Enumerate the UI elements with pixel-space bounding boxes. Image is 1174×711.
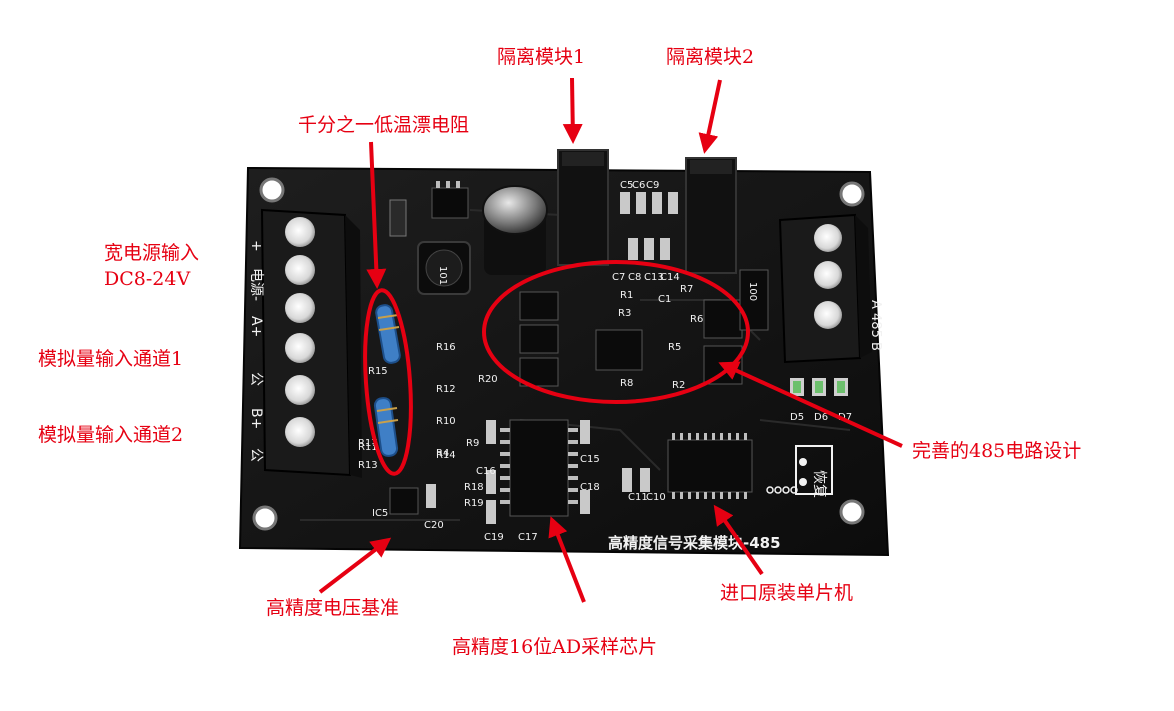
- designator-label: R9: [466, 438, 479, 449]
- mounting-holes: [252, 177, 865, 531]
- designator-label: C17: [518, 532, 538, 543]
- designator-label: C5: [620, 180, 633, 191]
- designator-label: R5: [668, 342, 681, 353]
- designator-label: C10: [646, 492, 666, 503]
- isolation-module-2-part: [685, 157, 737, 274]
- label-isolation-module-2: 隔离模块2: [666, 46, 755, 68]
- annotation-arrows: [318, 77, 903, 603]
- designator-label: C7: [612, 272, 625, 283]
- reset-label: 恢复: [811, 470, 828, 498]
- rs485-transceiver: [595, 329, 643, 371]
- arrow-rs485: [718, 361, 903, 448]
- designator-label: C18: [580, 482, 600, 493]
- designator-label: R14: [436, 450, 456, 461]
- designator-label: R6: [690, 314, 703, 325]
- designator-label: C20: [424, 520, 444, 531]
- label-analog-input-ch1: 模拟量输入通道1: [38, 348, 184, 370]
- resistor-highlight-ellipse: [363, 288, 413, 476]
- precision-resistors: [373, 304, 401, 457]
- designator-label: C9: [646, 180, 659, 191]
- designator-label: R10: [436, 416, 456, 427]
- mcu-chip: [667, 433, 753, 499]
- designator-label: C13: [644, 272, 664, 283]
- inductor-marking: 101: [437, 266, 448, 285]
- left-terminal-label: 公: [248, 372, 264, 386]
- label-wide-power-range: DC8-24V: [104, 268, 191, 290]
- designator-label: R12: [436, 384, 456, 395]
- designator-label: R1: [620, 290, 633, 301]
- label-isolation-module-1: 隔离模块1: [497, 46, 586, 68]
- left-terminal-label: B+: [248, 408, 264, 429]
- designator-label: D6: [814, 412, 828, 423]
- designator-label: C16: [476, 466, 496, 477]
- arrow-mcu: [713, 504, 764, 576]
- arrow-isolation-1: [562, 77, 583, 144]
- designator-label: R4: [436, 448, 449, 459]
- board-title: 高精度信号采集模块-485: [608, 534, 781, 552]
- left-screws: [285, 217, 315, 447]
- label-analog-input-ch2: 模拟量输入通道2: [38, 424, 184, 446]
- right-terminal-label: A 485 B: [868, 300, 883, 351]
- tvs-diode-1: [703, 299, 743, 339]
- designator-label: C15: [580, 454, 600, 465]
- designator-label: R8: [620, 378, 633, 389]
- power-inductor: [417, 241, 471, 295]
- designator-label: C6: [632, 180, 645, 191]
- designator-label: R17: [358, 438, 378, 449]
- adc-chip: [500, 419, 578, 517]
- optocouplers: [519, 291, 559, 387]
- arrow-resistor: [366, 141, 387, 289]
- designator-label: C8: [628, 272, 641, 283]
- right-terminal-block: [778, 213, 872, 364]
- label-wide-power-input: 宽电源输入: [104, 242, 200, 264]
- designator-label: C14: [660, 272, 680, 283]
- designator-label: R2: [672, 380, 685, 391]
- label-rs485-design: 完善的485电路设计: [912, 440, 1082, 462]
- status-leds: [790, 378, 848, 396]
- left-terminal-label: 电源-: [248, 268, 264, 301]
- designator-label: IC5: [372, 508, 388, 519]
- left-terminal-label: 公: [248, 448, 264, 462]
- left-terminal-labels: + 电源- A+ 公 B+ 公: [248, 240, 264, 462]
- label-voltage-reference: 高精度电压基准: [266, 597, 400, 619]
- designator-label: R15: [368, 366, 388, 377]
- regulator-pins: [436, 181, 460, 188]
- designator-label: R11: [358, 442, 378, 453]
- designator-label: C1: [658, 294, 671, 305]
- isolation-module-1-part: [557, 149, 609, 266]
- left-terminal-label: A+: [248, 316, 264, 337]
- regulator-ic: [431, 187, 469, 219]
- designator-label: R16: [436, 342, 456, 353]
- designator-label: R18: [464, 482, 484, 493]
- smd-components: [426, 192, 678, 524]
- designator-label: R19: [464, 498, 484, 509]
- resistor-marking: 100: [747, 282, 758, 301]
- rs485-highlight-ellipse: [482, 260, 750, 404]
- diode: [389, 199, 407, 237]
- arrow-voltage-reference: [318, 537, 392, 594]
- label-low-tc-resistor: 千分之一低温漂电阻: [298, 114, 470, 136]
- left-terminal-block: [260, 208, 362, 478]
- designator-label: R7: [680, 284, 693, 295]
- voltage-reference-ic: [389, 487, 419, 515]
- left-terminal-label: +: [248, 240, 264, 252]
- label-adc-chip: 高精度16位AD采样芯片: [452, 636, 658, 658]
- arrow-isolation-2: [698, 79, 722, 154]
- designator-label: D5: [790, 412, 804, 423]
- designator-label: C11: [628, 492, 648, 503]
- label-mcu: 进口原装单片机: [720, 582, 854, 604]
- designator-label: C19: [484, 532, 504, 543]
- designator-label: R20: [478, 374, 498, 385]
- designator-label: D7: [838, 412, 852, 423]
- arrow-adc: [548, 516, 586, 603]
- designator-label: R3: [618, 308, 631, 319]
- reset-pads: [766, 445, 833, 495]
- designator-label: R13: [358, 460, 378, 471]
- electrolytic-capacitor: [482, 185, 548, 275]
